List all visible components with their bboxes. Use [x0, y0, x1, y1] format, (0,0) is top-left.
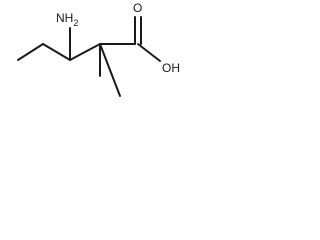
bond-ethyl-ch2-c3 — [42, 43, 71, 61]
bond-carboxyl-hydroxyl — [137, 43, 161, 62]
hydroxyl-label: OH — [162, 61, 180, 75]
atom-labels: NH2 O OH — [56, 1, 180, 75]
bond-c2-methyl-b — [99, 43, 121, 97]
bond-ethyl-ch3-ch2 — [17, 43, 44, 61]
carbonyl-oxygen-label: O — [133, 1, 142, 15]
bonds — [17, 16, 161, 97]
structure-canvas: NH2 O OH — [0, 0, 194, 108]
amine-label: NH2 — [56, 11, 78, 28]
molecule-diagram: NH2 O OH — [17, 1, 180, 97]
amine-nh-text: NH — [56, 11, 73, 25]
amine-subscript-text: 2 — [73, 18, 78, 28]
bond-c3-c2 — [69, 43, 101, 61]
